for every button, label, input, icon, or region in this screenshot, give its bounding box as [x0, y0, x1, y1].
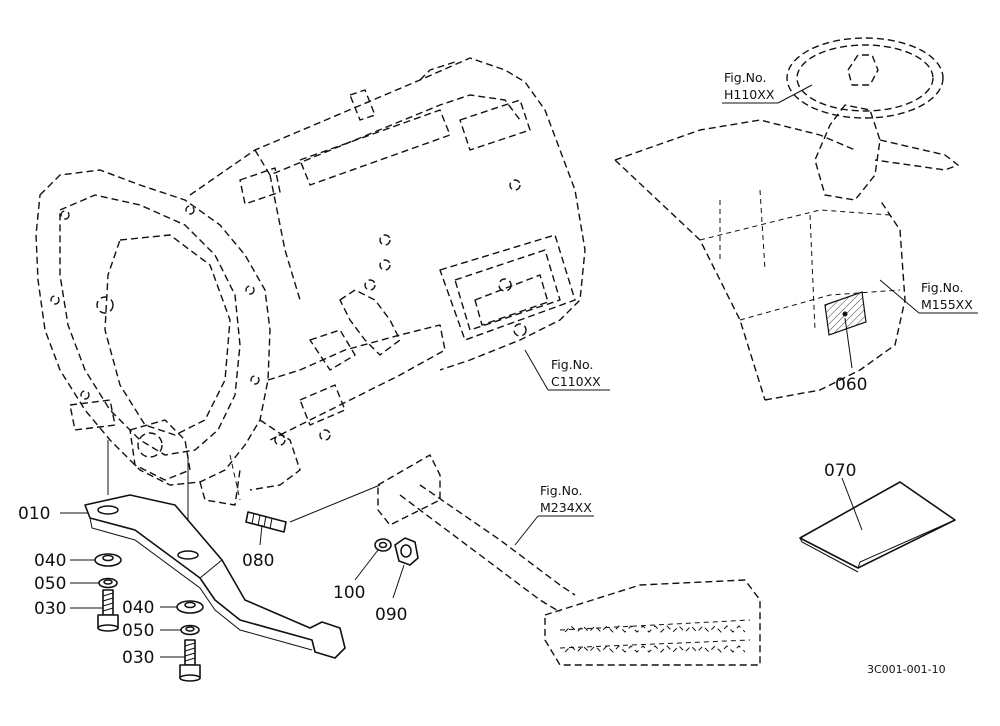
- part-number-080: 080: [242, 551, 274, 571]
- fig-ref-code-m155: M155XX: [921, 297, 973, 312]
- fig-ref-code-m234: M234XX: [540, 500, 592, 515]
- leader-lines: [60, 84, 978, 658]
- part-number-100: 100: [333, 583, 365, 603]
- part-number-090: 090: [375, 605, 407, 625]
- fig-ref-label-c110: Fig.No.: [551, 357, 593, 372]
- collar-100: [374, 538, 392, 552]
- lockwasher-050a: [98, 577, 118, 589]
- lockwasher-050b: [180, 624, 200, 636]
- part-number-010: 010: [18, 504, 50, 524]
- steering-dash: [614, 37, 959, 401]
- part-number-070: 070: [824, 461, 856, 481]
- part-number-labels: 010 040 050 030 040 050 030 080 100 090 …: [18, 375, 867, 668]
- drawing-id: 3C001-001-10: [867, 663, 946, 676]
- stud-080: [245, 511, 287, 533]
- fig-ref-label-m234: Fig.No.: [540, 483, 582, 498]
- manual-070: [799, 481, 956, 573]
- step-assembly: [377, 454, 761, 666]
- bolt-030a: [97, 589, 119, 632]
- part-number-030: 030: [34, 599, 66, 619]
- decal-060: [824, 291, 867, 336]
- fig-ref-code-c110: C110XX: [551, 374, 601, 389]
- bolt-030b: [179, 639, 201, 682]
- part-number-050: 050: [34, 574, 66, 594]
- part-number-030: 030: [122, 648, 154, 668]
- washer-040a: [94, 553, 122, 567]
- fig-ref-label-h110: Fig.No.: [724, 70, 766, 85]
- part-number-050: 050: [122, 621, 154, 641]
- part-number-040: 040: [122, 598, 154, 618]
- step-bracket: [84, 494, 346, 659]
- transmission-case: [35, 57, 586, 550]
- nut-090: [394, 537, 419, 566]
- part-number-060: 060: [835, 375, 867, 395]
- fig-ref-label-m155: Fig.No.: [921, 280, 963, 295]
- fig-ref-code-h110: H110XX: [724, 87, 775, 102]
- part-number-040: 040: [34, 551, 66, 571]
- washer-040b: [176, 600, 204, 614]
- figure-reference-labels: Fig.No. H110XX Fig.No. M155XX Fig.No. C1…: [540, 70, 973, 515]
